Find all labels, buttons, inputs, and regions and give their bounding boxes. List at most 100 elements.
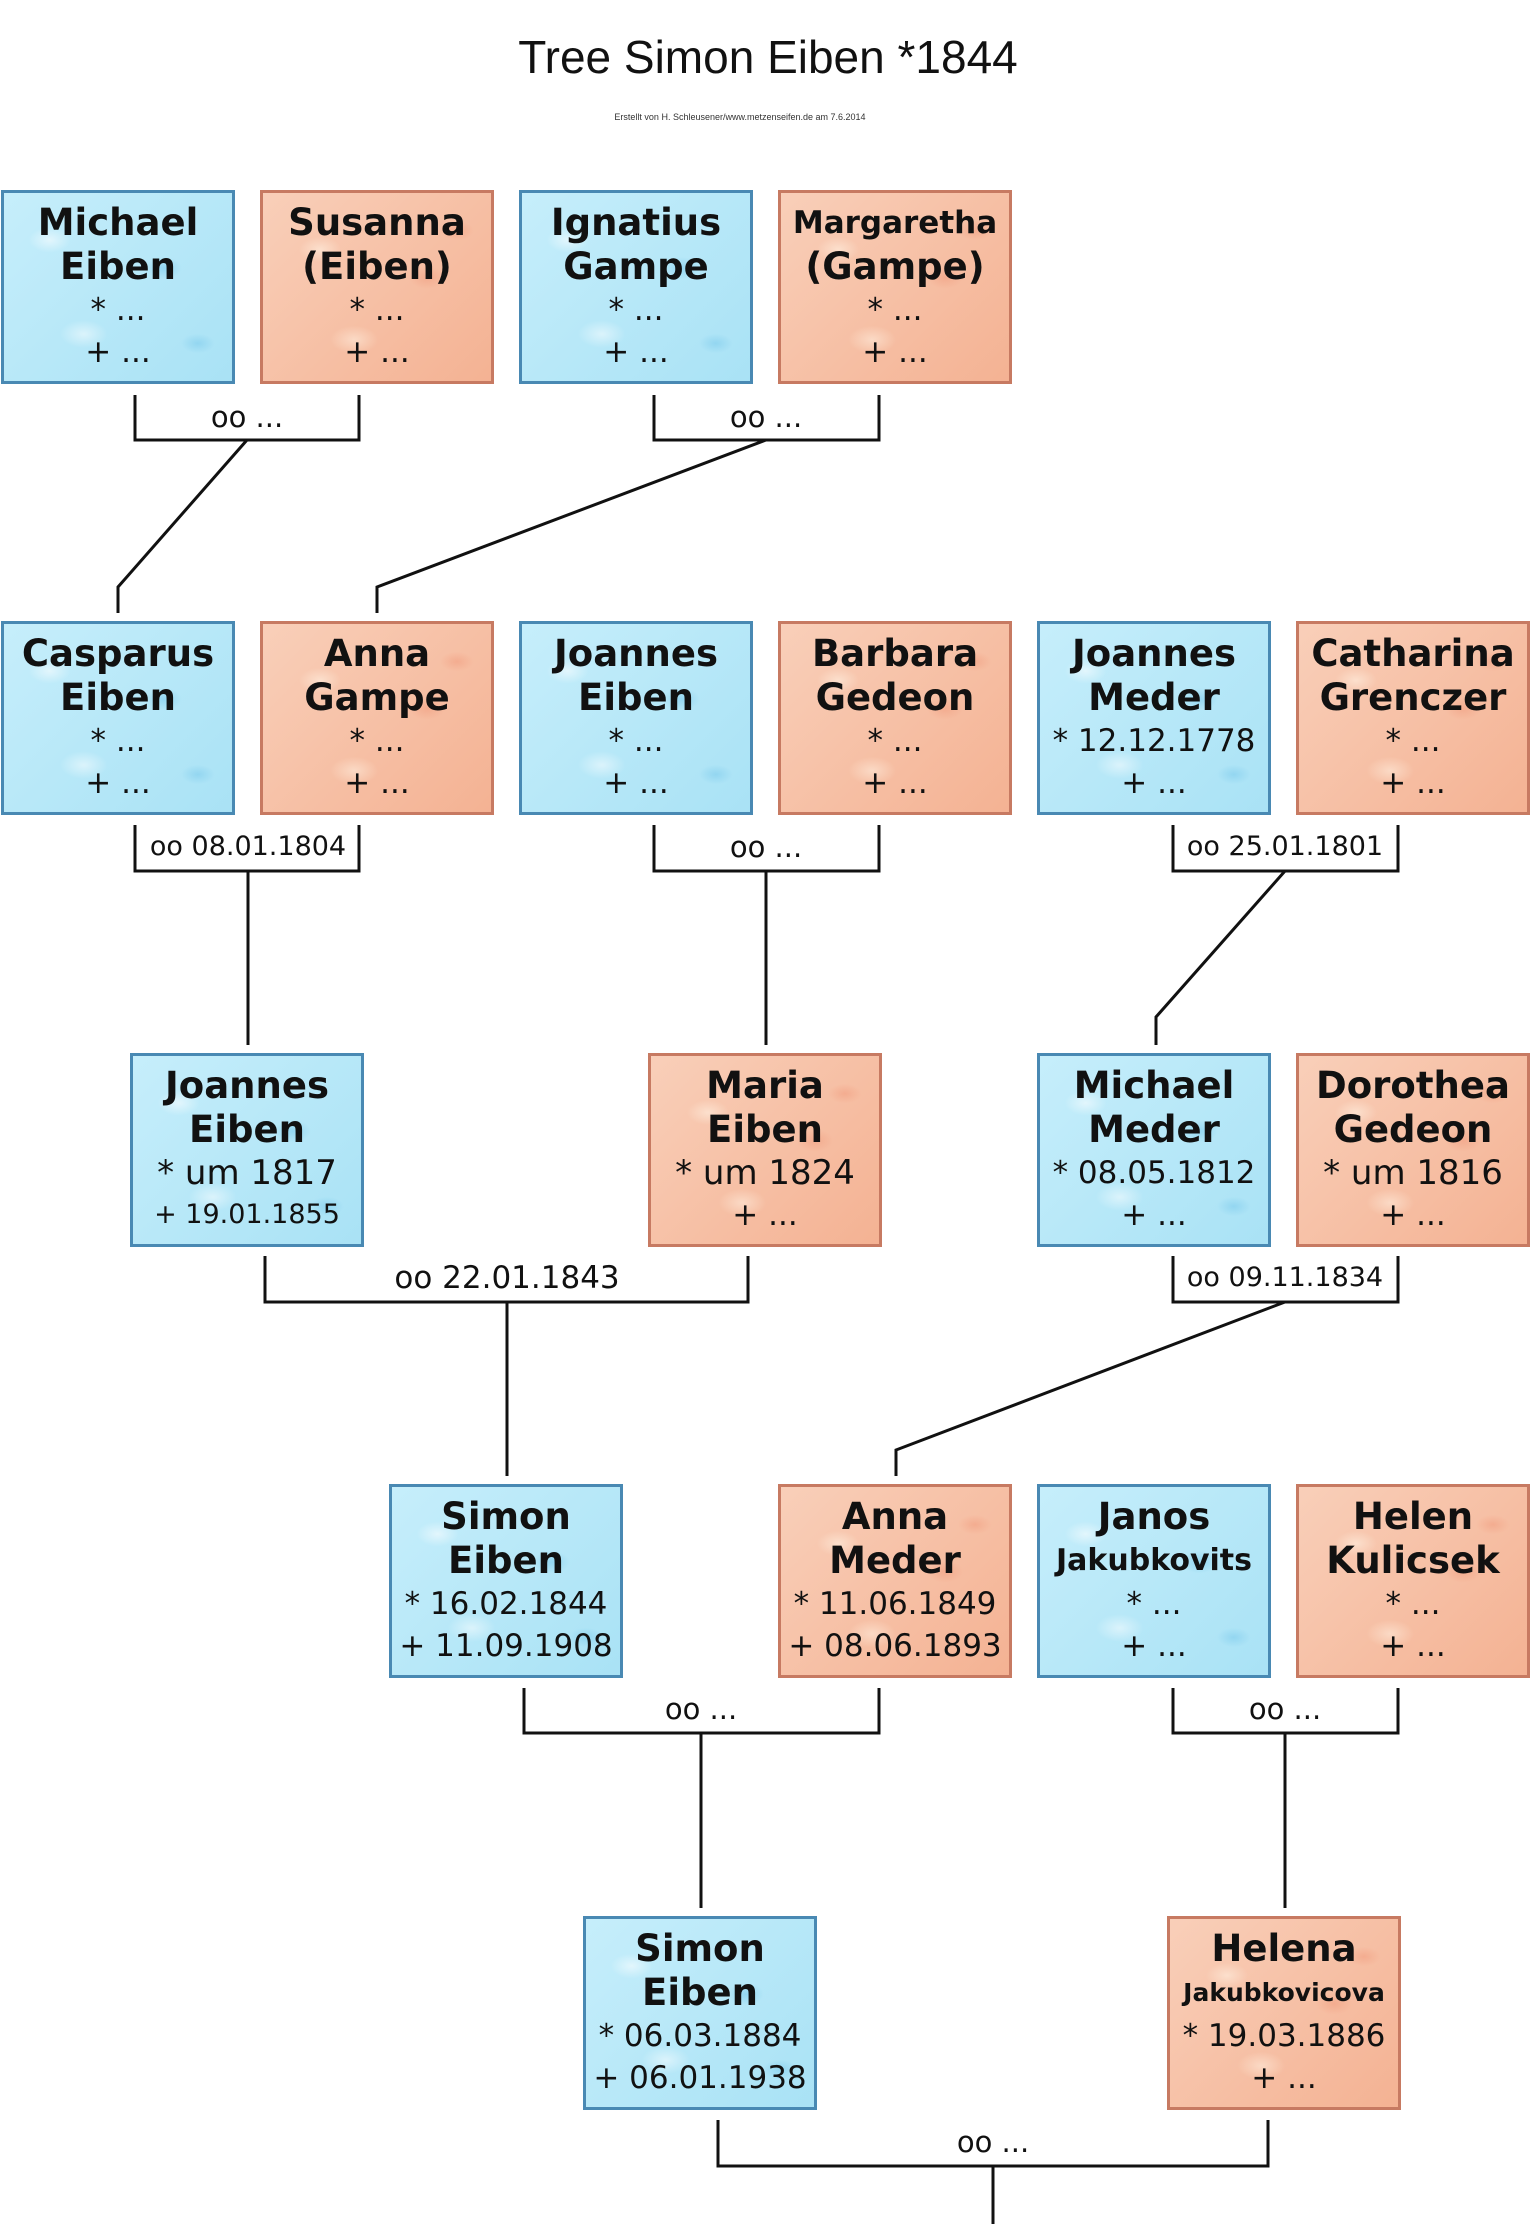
person-death: + ...	[603, 334, 669, 370]
connector-line	[375, 438, 767, 613]
person-last-name: Eiben	[448, 1539, 564, 1582]
person-card-maria-eiben[interactable]: Maria Eiben * um 1824 + ...	[648, 1053, 882, 1247]
person-card-margaretha-gampe[interactable]: Margaretha (Gampe) * ... + ...	[778, 190, 1012, 384]
person-birth: * ...	[349, 723, 405, 759]
person-last-name: Jakubkovicova	[1183, 1978, 1385, 2007]
person-death: + ...	[862, 765, 928, 801]
person-last-name: (Gampe)	[805, 245, 985, 288]
person-card-joannes-meder[interactable]: Joannes Meder * 12.12.1778 + ...	[1037, 621, 1271, 815]
person-first-name: Janos	[1097, 1495, 1211, 1538]
person-last-name: (Eiben)	[302, 245, 452, 288]
page-title: Tree Simon Eiben *1844	[518, 31, 1018, 83]
person-death: + ...	[1380, 765, 1446, 801]
person-card-barbara-gedeon[interactable]: Barbara Gedeon * ... + ...	[778, 621, 1012, 815]
person-card-anna-meder[interactable]: Anna Meder * 11.06.1849 + 08.06.1893	[778, 1484, 1012, 1678]
person-death: + 08.06.1893	[788, 1628, 1002, 1664]
person-last-name: Jakubkovits	[1056, 1543, 1252, 1578]
person-first-name: Simon	[441, 1495, 571, 1538]
person-card-joannes-eiben[interactable]: Joannes Eiben * um 1817 + 19.01.1855	[130, 1053, 364, 1247]
person-death: + ...	[1121, 1197, 1187, 1233]
person-last-name: Gedeon	[1333, 1108, 1493, 1151]
person-death: + ...	[1380, 1628, 1446, 1664]
person-death: + 06.01.1938	[593, 2060, 807, 2096]
person-last-name: Gampe	[563, 245, 709, 288]
person-card-michael-eiben[interactable]: Michael Eiben * ... + ...	[1, 190, 235, 384]
person-card-ignatius-gampe[interactable]: Ignatius Gampe * ... + ...	[519, 190, 753, 384]
person-first-name: Susanna	[288, 201, 466, 244]
person-card-janos-jakubkovits[interactable]: Janos Jakubkovits * ... + ...	[1037, 1484, 1271, 1678]
person-death: + ...	[85, 765, 151, 801]
person-death: + 11.09.1908	[399, 1628, 613, 1664]
person-death: + ...	[1121, 765, 1187, 801]
person-death: + ...	[732, 1197, 798, 1233]
marriage-label: oo ...	[1244, 1693, 1326, 1725]
person-death: + ...	[1380, 1197, 1446, 1233]
person-birth: * ...	[867, 723, 923, 759]
marriage-label: oo 08.01.1804	[145, 831, 351, 863]
person-first-name: Catharina	[1311, 632, 1515, 675]
person-first-name: Joannes	[554, 632, 718, 675]
person-card-helena-jakubkovicova[interactable]: Helena Jakubkovicova * 19.03.1886 + ...	[1167, 1916, 1401, 2110]
person-birth: * ...	[90, 723, 146, 759]
person-card-catharina-grenczer[interactable]: Catharina Grenczer * ... + ...	[1296, 621, 1530, 815]
person-first-name: Anna	[841, 1495, 949, 1538]
connector-line	[1154, 870, 1287, 1045]
marriage-label: oo 22.01.1843	[390, 1262, 624, 1294]
person-first-name: Michael	[37, 201, 199, 244]
person-last-name: Eiben	[707, 1108, 823, 1151]
page-credit: Erstellt von H. Schleusener/www.metzense…	[614, 112, 866, 122]
person-birth: * ...	[1385, 723, 1441, 759]
person-birth: * ...	[608, 723, 664, 759]
connector-line	[652, 395, 881, 442]
person-card-simon-eiben-1844[interactable]: Simon Eiben * 16.02.1844 + 11.09.1908	[389, 1484, 623, 1678]
person-first-name: Joannes	[165, 1064, 329, 1107]
connector-line	[1171, 1256, 1400, 1304]
marriage-label: oo ...	[206, 401, 288, 433]
person-birth: * um 1816	[1323, 1153, 1503, 1193]
person-first-name: Casparus	[21, 632, 215, 675]
person-last-name: Eiben	[642, 1971, 758, 2014]
person-first-name: Helen	[1352, 1495, 1474, 1538]
person-first-name: Ignatius	[550, 201, 722, 244]
person-first-name: Anna	[323, 632, 431, 675]
person-birth: * ...	[90, 292, 146, 328]
marriage-label: oo ...	[952, 2126, 1034, 2158]
person-card-simon-eiben-1884[interactable]: Simon Eiben * 06.03.1884 + 06.01.1938	[583, 1916, 817, 2110]
person-last-name: Gampe	[304, 676, 450, 719]
person-birth: * 19.03.1886	[1182, 2018, 1386, 2054]
person-card-dorothea-gedeon[interactable]: Dorothea Gedeon * um 1816 + ...	[1296, 1053, 1530, 1247]
person-last-name: Meder	[1088, 676, 1220, 719]
person-death: + ...	[344, 765, 410, 801]
person-birth: * 12.12.1778	[1052, 723, 1256, 759]
marriage-label: oo ...	[725, 831, 807, 863]
person-card-joannes-eiben-sr[interactable]: Joannes Eiben * ... + ...	[519, 621, 753, 815]
person-last-name: Eiben	[578, 676, 694, 719]
person-birth: * ...	[608, 292, 664, 328]
marriage-label: oo ...	[725, 401, 807, 433]
person-card-anna-gampe[interactable]: Anna Gampe * ... + ...	[260, 621, 494, 815]
person-first-name: Simon	[635, 1927, 765, 1970]
person-first-name: Dorothea	[1316, 1064, 1510, 1107]
person-first-name: Margaretha	[792, 205, 998, 241]
person-first-name: Joannes	[1072, 632, 1236, 675]
person-death: + ...	[603, 765, 669, 801]
person-first-name: Maria	[706, 1064, 824, 1107]
person-first-name: Michael	[1073, 1064, 1235, 1107]
marriage-label: oo ...	[660, 1693, 742, 1725]
person-last-name: Eiben	[189, 1108, 305, 1151]
person-last-name: Grenczer	[1319, 676, 1507, 719]
person-card-susanna-eiben[interactable]: Susanna (Eiben) * ... + ...	[260, 190, 494, 384]
person-death: + ...	[1251, 2060, 1317, 2096]
person-birth: * um 1817	[157, 1153, 337, 1193]
person-last-name: Meder	[829, 1539, 961, 1582]
connector-line	[116, 439, 249, 613]
person-birth: * ...	[349, 292, 405, 328]
marriage-label: oo 25.01.1801	[1182, 831, 1388, 863]
person-birth: * ...	[867, 292, 923, 328]
person-card-casparus-eiben[interactable]: Casparus Eiben * ... + ...	[1, 621, 235, 815]
person-card-helen-kulicsek[interactable]: Helen Kulicsek * ... + ...	[1296, 1484, 1530, 1678]
person-birth: * ...	[1385, 1586, 1441, 1622]
person-card-michael-meder[interactable]: Michael Meder * 08.05.1812 + ...	[1037, 1053, 1271, 1247]
person-birth: * 16.02.1844	[404, 1586, 608, 1622]
